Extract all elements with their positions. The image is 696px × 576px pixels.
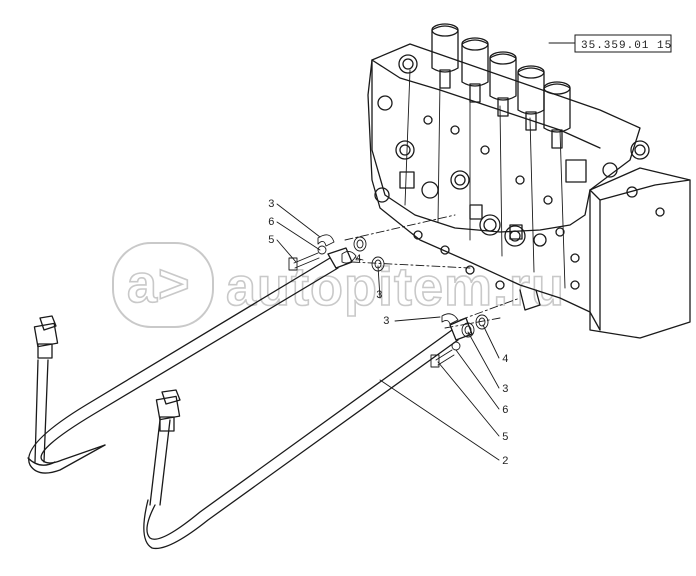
watermark-logo-frame (112, 242, 214, 328)
reference-code-label: 35.359.01 15 (581, 40, 672, 52)
seal-upper (341, 251, 357, 264)
control-valve-block (367, 23, 691, 339)
callout-3-seal-lower: 3 (502, 384, 509, 396)
solenoid-cartridges (431, 23, 571, 149)
callout-4-oring-upper: 4 (355, 254, 362, 266)
callout-3-clamp-upper: 3 (268, 199, 275, 211)
callout-5-bolt-lower: 5 (502, 432, 509, 444)
clamp-lower (441, 313, 459, 325)
washer-upper (317, 245, 327, 255)
leader-lines (276, 42, 576, 461)
watermark-logo-glyph: a> (127, 254, 191, 314)
o-ring-lower-a (461, 322, 475, 338)
bolt-lower (430, 354, 440, 368)
callout-4-oring-lower: 4 (502, 354, 509, 366)
clamp-upper (317, 234, 335, 247)
o-ring-upper-a (353, 236, 367, 252)
callout-labels: 3 6 5 4 3 3 4 3 6 5 2 (268, 199, 509, 468)
callout-6-washer-lower: 6 (502, 405, 509, 417)
callout-2-hose: 2 (502, 456, 509, 468)
reference-code: 35.359.01 15 (574, 34, 672, 53)
callout-5-bolt-upper: 5 (268, 235, 275, 247)
callout-6-washer-upper: 6 (268, 217, 275, 229)
hose-assembly-lower (143, 317, 473, 550)
o-ring-lower-b (475, 314, 489, 330)
fasteners (288, 234, 489, 368)
watermark: a> autopitem.ru (112, 242, 565, 328)
watermark-text: autopitem.ru (226, 257, 565, 317)
callout-3-clamp-lower: 3 (383, 316, 390, 328)
reference-code-frame (574, 34, 672, 53)
callout-3-seal-upper: 3 (376, 290, 383, 302)
washer-lower (451, 341, 461, 351)
hose-assembly-upper (27, 247, 353, 474)
